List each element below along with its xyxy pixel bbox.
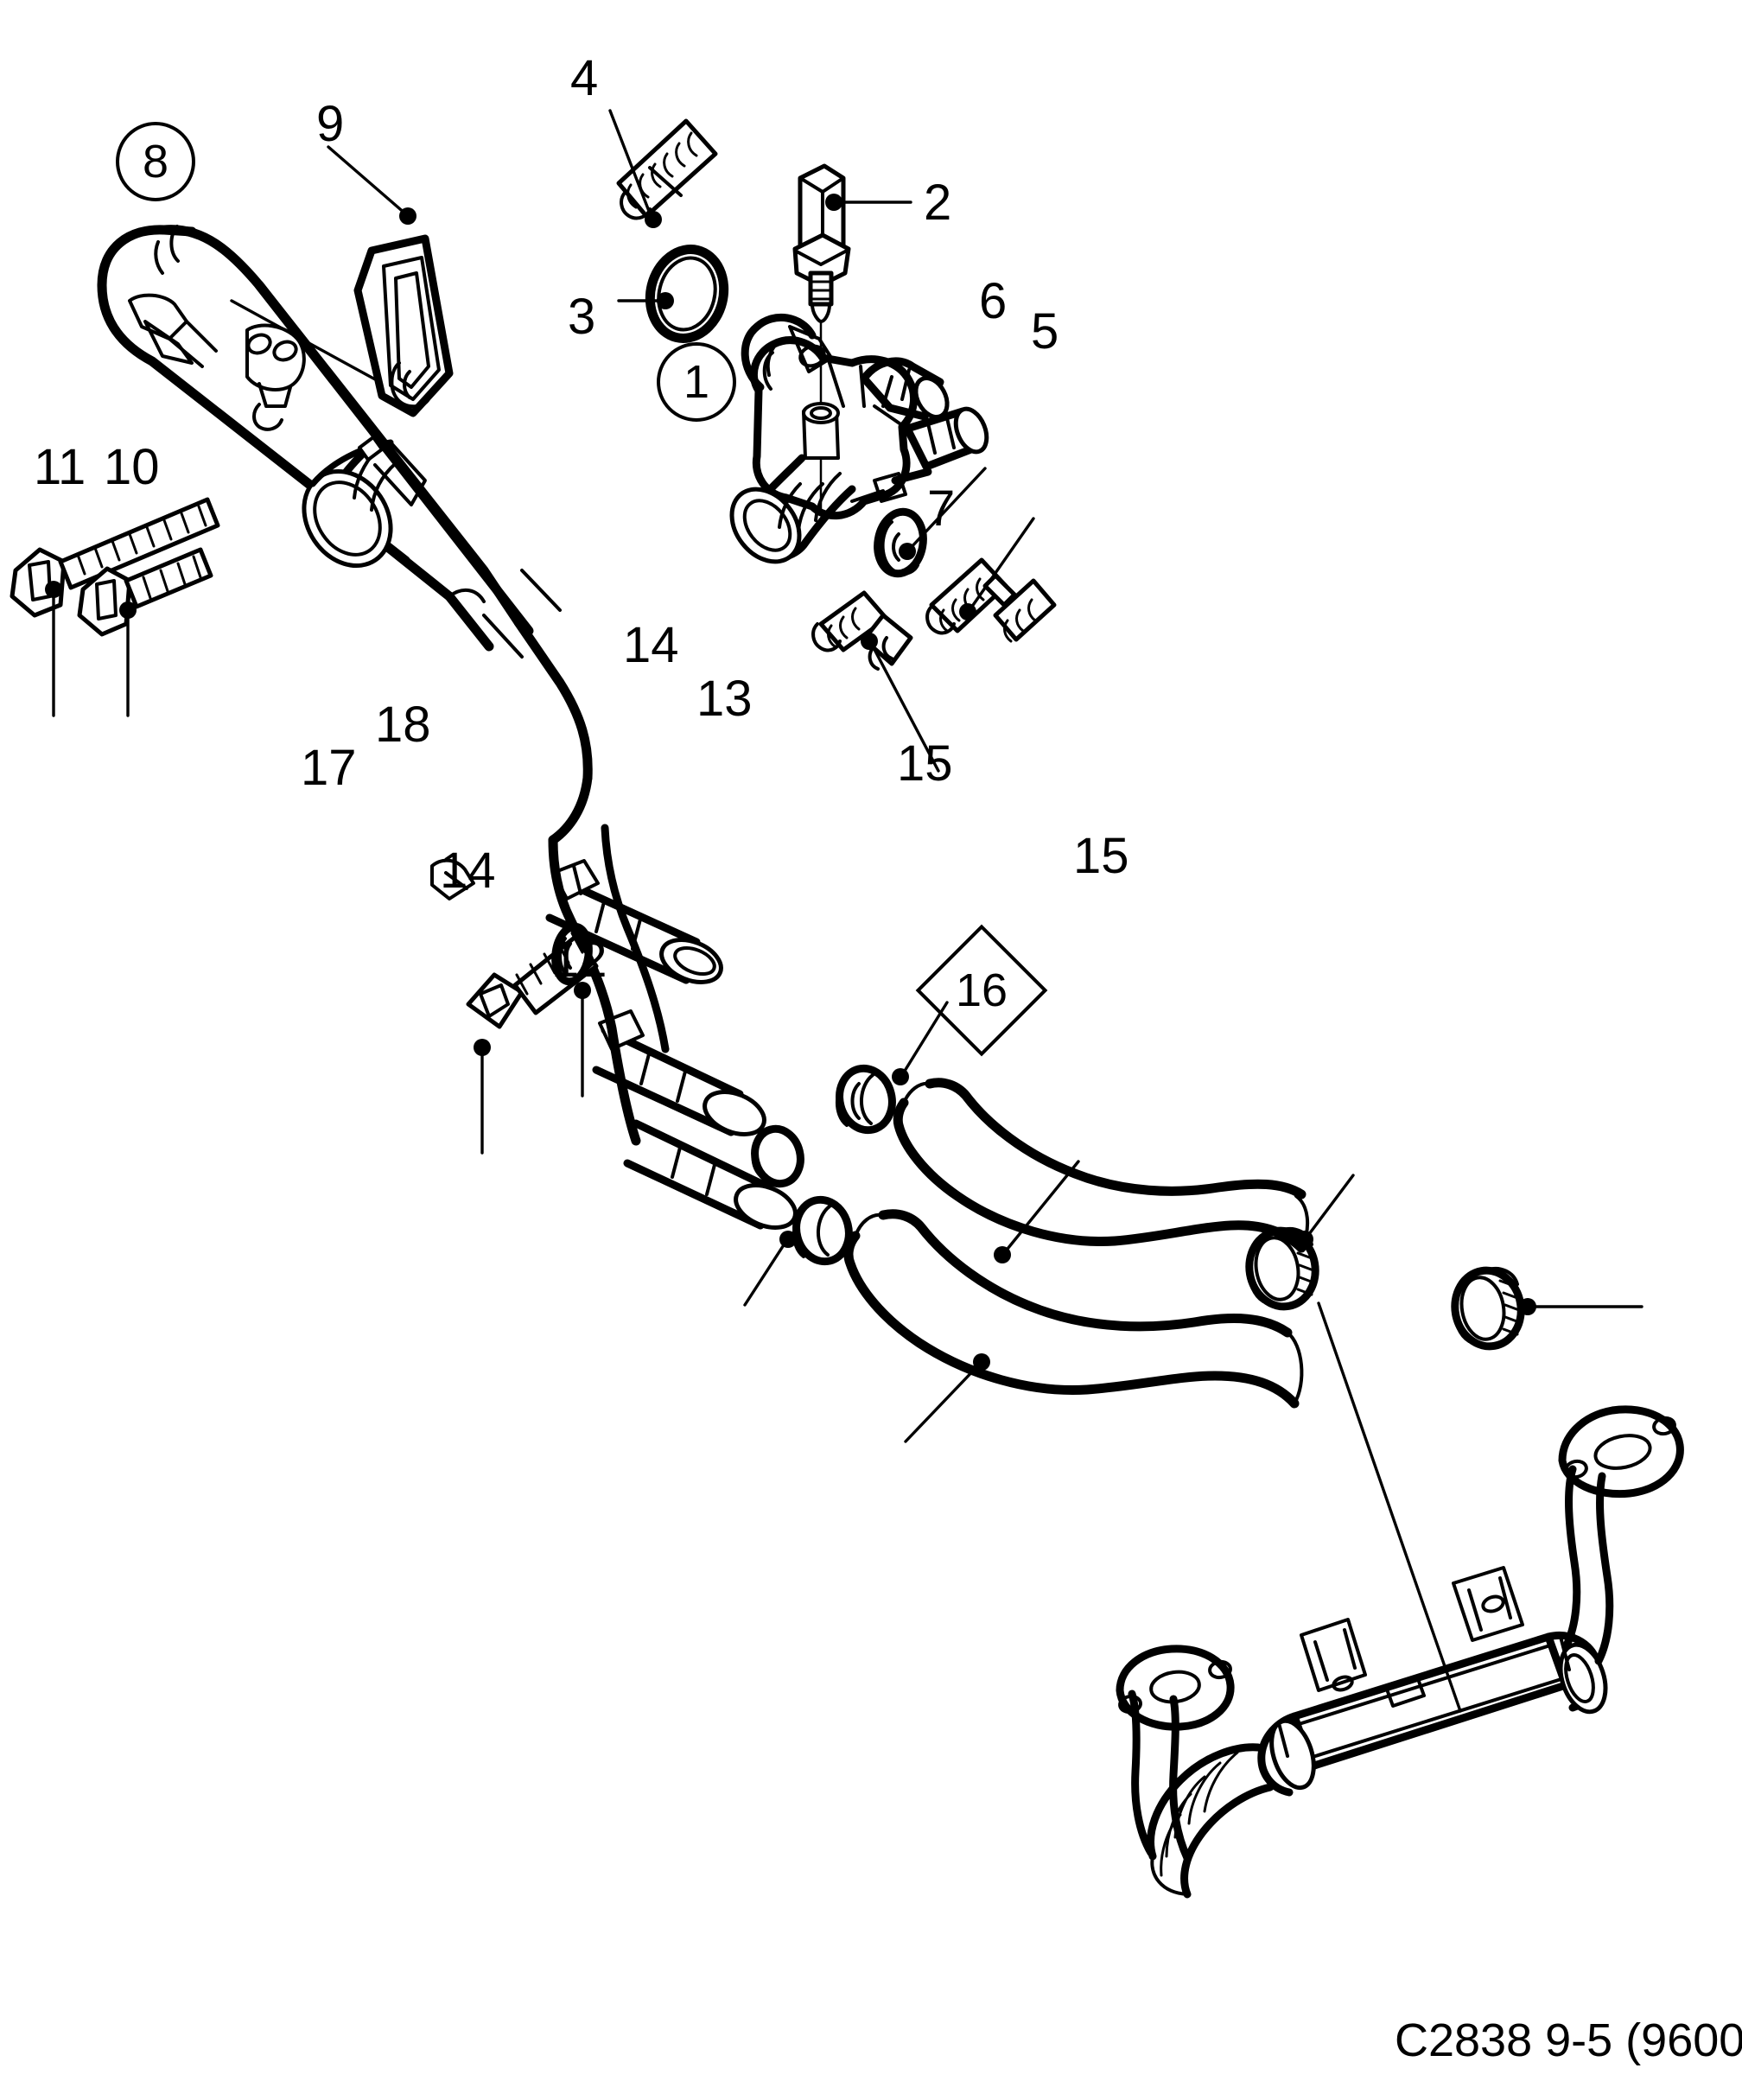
badge-1: 1 xyxy=(657,342,736,422)
hose-clamp-part-14-c xyxy=(751,1124,804,1188)
sealing-washer-part-6 xyxy=(874,507,927,578)
plug-screw-part-7 xyxy=(811,590,913,671)
housing-outlet-front xyxy=(729,454,856,564)
upper-coolant-hose-part-13 xyxy=(893,1078,1310,1253)
callout-14-b: 14 xyxy=(440,843,496,899)
callout-9: 9 xyxy=(316,96,345,152)
callout-15-b: 15 xyxy=(1073,828,1129,884)
washer-part-18 xyxy=(551,922,593,986)
bolt-long-part-11 xyxy=(10,497,220,618)
callout-3: 3 xyxy=(568,289,596,345)
badge-1-label: 1 xyxy=(683,356,710,408)
hose-clamp-part-15-b xyxy=(1451,1266,1525,1351)
gasket-part-9 xyxy=(353,234,454,417)
pipe-outlet-small-b xyxy=(592,1009,766,1136)
thermostat-housing-part-1 xyxy=(729,313,989,564)
housing-nipple-top xyxy=(860,357,950,421)
badge-8-label: 8 xyxy=(142,136,169,188)
housing-nipple-right xyxy=(903,406,989,471)
diagram-footer-code: C2838 9-5 (9600) xyxy=(1395,2014,1742,2066)
hose-union-part-5 xyxy=(925,557,1057,643)
callout-14: 14 xyxy=(623,617,679,673)
callout-2: 2 xyxy=(924,175,952,231)
bolt-short-part-10 xyxy=(77,547,213,637)
hose-clamp-part-15-a xyxy=(1245,1226,1319,1311)
callout-15-a: 15 xyxy=(897,735,953,792)
callout-13: 13 xyxy=(696,671,753,727)
pipe-outlet-large xyxy=(302,436,427,569)
callout-18: 18 xyxy=(375,697,431,753)
coolant-pipe-assembly xyxy=(97,225,798,1230)
egr-cooler-part-16 xyxy=(1116,1405,1684,1899)
callout-7: 7 xyxy=(927,480,956,537)
egr-bellows xyxy=(1147,1743,1275,1899)
callout-11: 11 xyxy=(34,439,86,495)
badge-16-label: 16 xyxy=(955,964,1008,1016)
callout-10: 10 xyxy=(104,439,160,495)
callout-6: 6 xyxy=(979,273,1008,329)
lower-coolant-hose-part-12 xyxy=(843,1209,1304,1409)
callout-5: 5 xyxy=(1031,303,1059,360)
o-ring-part-3 xyxy=(645,245,729,343)
callout-17: 17 xyxy=(301,740,357,796)
callout-4: 4 xyxy=(570,50,599,106)
leader-lines xyxy=(45,109,1643,1713)
hose-clamp-part-14-b xyxy=(792,1195,853,1266)
callout-12: 12 xyxy=(551,932,607,988)
temperature-sensor-part-2 xyxy=(792,163,851,513)
badge-8: 8 xyxy=(116,122,195,201)
hose-clamp-part-14-a xyxy=(835,1064,896,1135)
